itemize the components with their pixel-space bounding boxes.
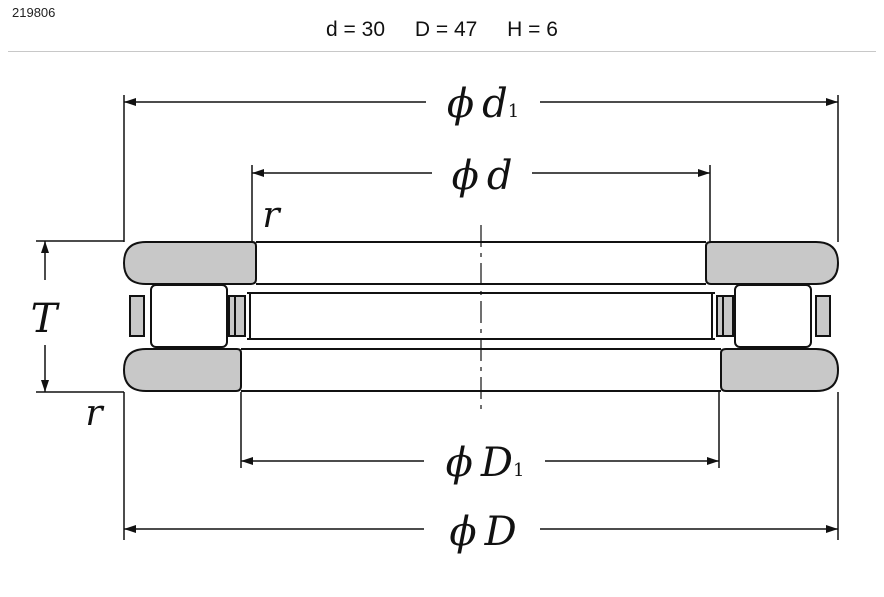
- roller-left: [150, 284, 228, 348]
- r-bottom-label: r: [85, 393, 104, 434]
- header-divider: [8, 51, 876, 52]
- roller-right: [734, 284, 812, 348]
- bore-diameter-value: d = 30: [326, 18, 386, 41]
- part-code: 219806: [12, 5, 56, 20]
- roller-cage: [129, 292, 831, 340]
- dimension-header: d = 30 D = 47 H = 6: [0, 18, 884, 42]
- outer-diameter-value: D = 47: [414, 18, 478, 41]
- shaft-washer: [122, 241, 840, 285]
- height-value: H = 6: [507, 18, 558, 41]
- r-top-label: r: [262, 195, 281, 236]
- T-label: T: [31, 296, 61, 342]
